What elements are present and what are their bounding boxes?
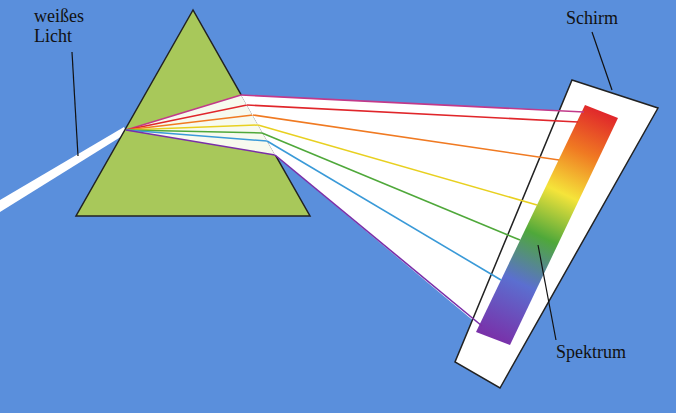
screen-label: Schirm — [566, 8, 618, 28]
leader-lines — [72, 32, 612, 340]
screen — [455, 80, 658, 388]
light-label: weißes Licht — [34, 6, 84, 46]
spectrum-label: Spektrum — [556, 342, 626, 362]
spectrum-band — [476, 105, 618, 345]
outer-rays — [241, 95, 584, 326]
